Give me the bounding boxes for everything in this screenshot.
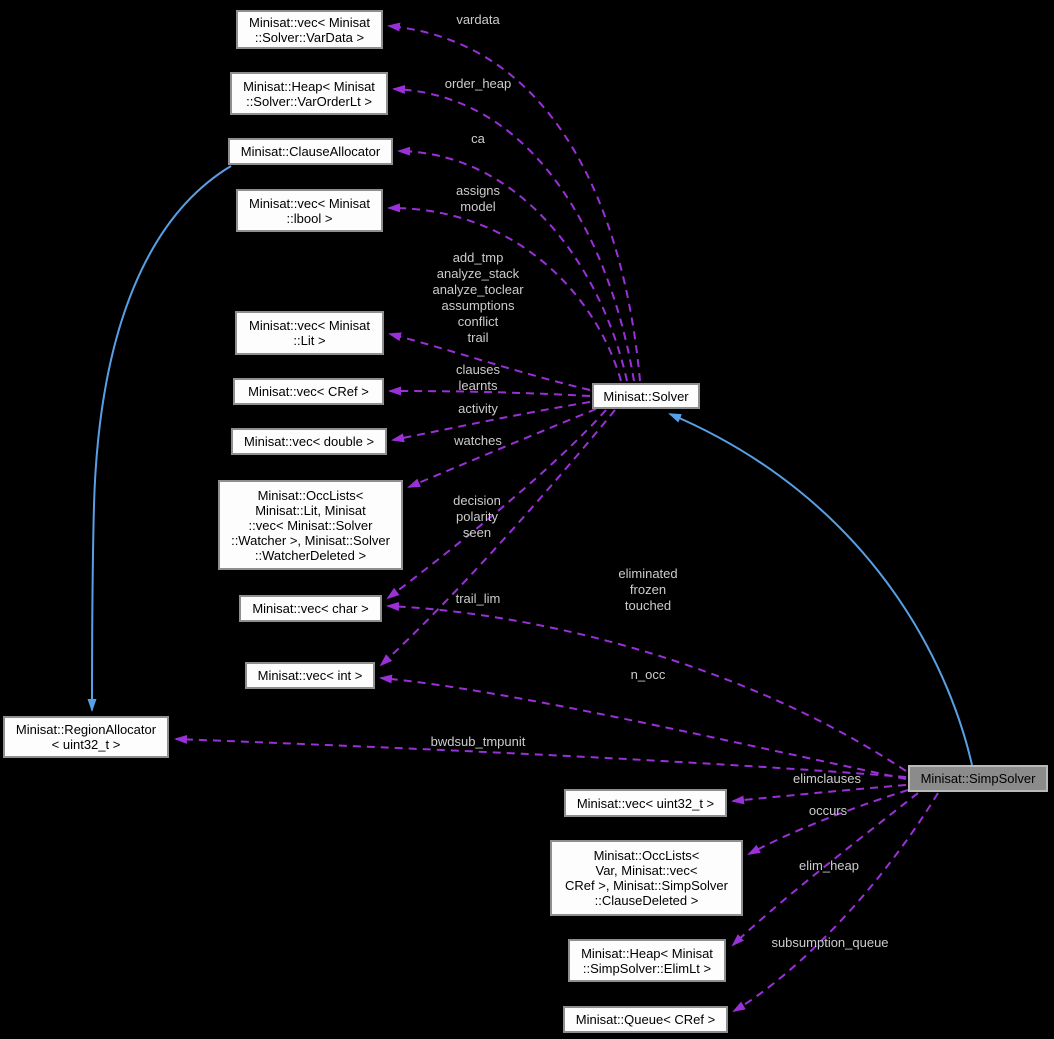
edge-label-elim-heap: elim_heap xyxy=(799,858,859,873)
node-vec-vardata[interactable]: Minisat::vec< Minisat ::Solver::VarData … xyxy=(236,10,383,49)
node-heap-elimlt[interactable]: Minisat::Heap< Minisat ::SimpSolver::Eli… xyxy=(568,939,726,982)
node-heap-varorderlt[interactable]: Minisat::Heap< Minisat ::Solver::VarOrde… xyxy=(230,72,388,115)
edge-label-n-occ: n_occ xyxy=(630,667,666,682)
edge-subsumption-queue xyxy=(732,792,939,1013)
edge-add-tmp-trail xyxy=(388,332,591,391)
edge-label-occurs: occurs xyxy=(808,803,848,818)
edge-order-heap xyxy=(392,84,635,382)
edge-label-assigns-model: assigns model xyxy=(455,183,501,214)
node-simpsolver[interactable]: Minisat::SimpSolver xyxy=(908,765,1048,792)
edge-label-vardata: vardata xyxy=(456,12,500,27)
edge-label-clauses-learnts: clauses learnts xyxy=(455,362,501,393)
edge-decision-polarity-seen xyxy=(386,409,607,600)
node-vec-double[interactable]: Minisat::vec< double > xyxy=(231,428,387,455)
edge-label-trail-lim: trail_lim xyxy=(455,591,501,606)
node-solver[interactable]: Minisat::Solver xyxy=(592,383,700,409)
edge-activity xyxy=(391,401,591,443)
edge-n-occ xyxy=(379,674,907,780)
node-clause-allocator[interactable]: Minisat::ClauseAllocator xyxy=(228,138,393,165)
node-queue-cref[interactable]: Minisat::Queue< CRef > xyxy=(563,1006,728,1033)
node-vec-int[interactable]: Minisat::vec< int > xyxy=(245,662,375,689)
edge-label-activity: activity xyxy=(458,401,498,416)
edge-label-subsumption-queue: subsumption_queue xyxy=(771,935,889,950)
edge-label-order-heap: order_heap xyxy=(444,76,512,91)
node-occlists-clausedeleted[interactable]: Minisat::OccLists< Var, Minisat::vec< CR… xyxy=(550,840,743,916)
node-vec-lit[interactable]: Minisat::vec< Minisat ::Lit > xyxy=(235,311,384,355)
edge-label-bwdsub-tmpunit: bwdsub_tmpunit xyxy=(430,734,526,749)
edge-label-add-tmp-trail: add_tmp analyze_stack analyze_toclear as… xyxy=(432,250,524,345)
edge-eliminated-frozen-touched xyxy=(386,602,907,772)
node-region-allocator[interactable]: Minisat::RegionAllocator < uint32_t > xyxy=(3,716,169,758)
edge-clauseallocator-inherits-regionallocator xyxy=(87,165,232,712)
edge-label-eliminated-frozen-touched: eliminated frozen touched xyxy=(618,566,678,613)
edge-label-elimclauses: elimclauses xyxy=(793,771,861,786)
node-vec-cref[interactable]: Minisat::vec< CRef > xyxy=(233,378,384,405)
edge-watches xyxy=(407,408,597,488)
edge-clauses-learnts xyxy=(388,386,591,397)
edge-label-ca: ca xyxy=(471,131,485,146)
edge-label-decision-polarity-seen: decision polarity seen xyxy=(453,493,501,540)
node-vec-lbool[interactable]: Minisat::vec< Minisat ::lbool > xyxy=(236,189,383,232)
node-vec-char[interactable]: Minisat::vec< char > xyxy=(239,595,382,622)
node-occlists-watcher[interactable]: Minisat::OccLists< Minisat::Lit, Minisat… xyxy=(218,480,403,570)
edge-elimclauses xyxy=(731,784,907,805)
edge-elim-heap xyxy=(731,792,919,947)
edge-label-watches: watches xyxy=(454,433,502,448)
edge-ca xyxy=(397,146,628,382)
node-vec-uint32[interactable]: Minisat::vec< uint32_t > xyxy=(564,789,727,817)
edge-simpsolver-inherits-solver xyxy=(668,413,973,766)
edge-trail-lim xyxy=(379,409,616,667)
edge-occurs xyxy=(747,789,909,855)
edge-vardata xyxy=(387,22,641,382)
